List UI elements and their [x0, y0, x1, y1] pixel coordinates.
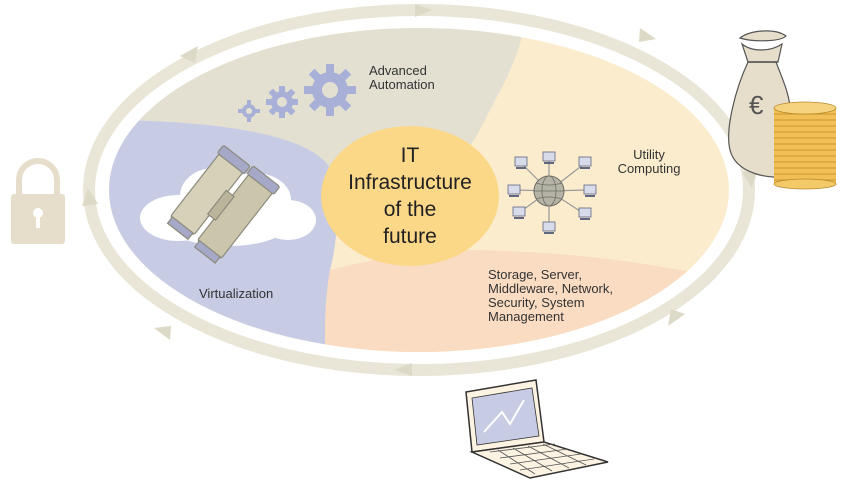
virtualization-label: Virtualization	[199, 287, 309, 301]
center-title: IT Infrastructure of the future	[330, 142, 490, 250]
label-line: Middleware, Network,	[488, 281, 613, 296]
laptop-icon	[465, 379, 609, 479]
gears-icon	[238, 64, 356, 122]
label-line: Security, System	[488, 295, 585, 310]
storage-label: Storage, Server, Middleware, Network, Se…	[488, 268, 658, 324]
center-title-line: Infrastructure	[348, 171, 472, 194]
center-title-line: future	[383, 225, 437, 248]
center-title-line: of the	[383, 198, 437, 221]
binoculars-icon	[166, 145, 280, 264]
label-line: Automation	[369, 77, 435, 92]
ring-arrows	[82, 4, 758, 376]
network-icon	[507, 151, 597, 234]
coin-stack-icon	[773, 101, 837, 190]
center-ellipse	[321, 126, 499, 266]
euro-icon: €	[749, 90, 764, 120]
cycle-ring	[82, 4, 758, 376]
label-line: Management	[488, 309, 564, 324]
center-title-line: IT	[400, 144, 420, 167]
label-line: Storage, Server,	[488, 267, 582, 282]
label-line: Utility	[633, 147, 665, 162]
label-line: Computing	[617, 161, 681, 176]
advanced-automation-label: Advanced Automation	[369, 64, 459, 92]
label-line: Virtualization	[199, 286, 274, 301]
utility-computing-label: Utility Computing	[609, 148, 689, 176]
lock-icon	[11, 158, 65, 244]
label-line: Advanced	[369, 63, 427, 78]
